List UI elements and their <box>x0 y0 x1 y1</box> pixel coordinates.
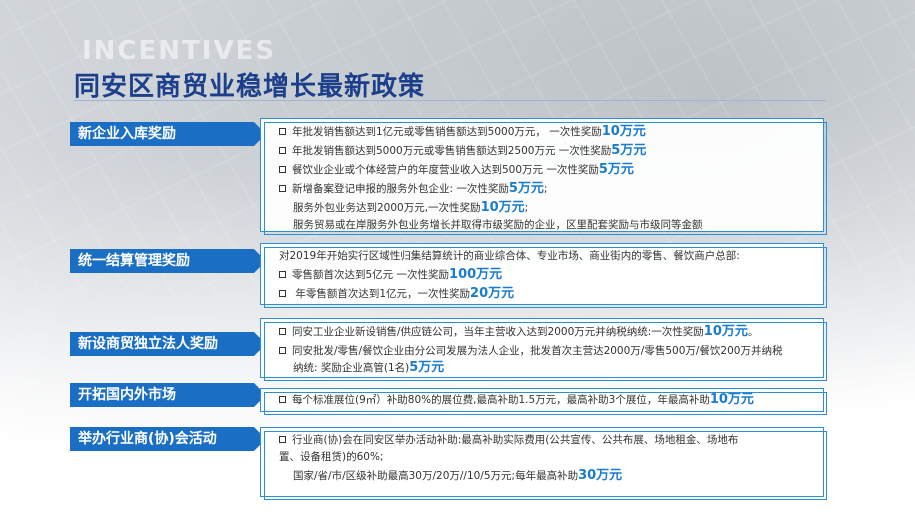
item-highlight: 100万元 <box>449 267 503 282</box>
checkbox-square-icon <box>279 328 286 335</box>
item-highlight: 5万元 <box>409 360 445 375</box>
item-text: 同安工业企业新设销售/供应链公司，当年主营收入达到2000万元并纳税纳统:一次性… <box>292 326 704 338</box>
checkbox-square-icon <box>279 166 286 173</box>
item-highlight: 5万元 <box>508 181 544 196</box>
list-item-continuation: 国家/省/市/区级补助最高30万/20万//10/5万元;每年最高补助30万元 <box>293 469 622 483</box>
list-item-continuation: 置、设备租赁)的60%; <box>279 450 383 464</box>
item-highlight: 5万元 <box>598 162 634 177</box>
checkbox-square-icon <box>279 290 286 297</box>
item-text: 餐饮业企业或个体经营户的年度营业收入达到500万元 一次性奖励 <box>292 164 599 176</box>
watermark-text: INCENTIVES <box>82 36 277 66</box>
item-text: 对2019年开始实行区域性归集结算统计的商业综合体、专业市场、商业街内的零售、餐… <box>279 250 740 262</box>
list-item-continuation: 服务外包业务达到2000万元,一次性奖励10万元; <box>293 201 528 215</box>
section-label-association-events: 举办行业商(协)会活动 <box>70 427 266 451</box>
list-item: 餐饮业企业或个体经营户的年度营业收入达到500万元 一次性奖励5万元 <box>279 163 634 177</box>
list-item: 同安工业企业新设销售/供应链公司，当年主营收入达到2000万元并纳税纳统:一次性… <box>279 325 758 339</box>
list-item: 年批发销售额达到1亿元或零售销售额达到5000万元， 一次性奖励10万元 <box>279 125 646 139</box>
item-text: 置、设备租赁)的60%; <box>279 451 384 463</box>
item-text: 纳统: 奖励企业高管(1名) <box>293 362 410 374</box>
section-box-new-enterprise: 年批发销售额达到1亿元或零售销售额达到5000万元， 一次性奖励10万元 年批发… <box>260 118 827 235</box>
section-label-market-expansion: 开拓国内外市场 <box>70 383 266 407</box>
checkbox-square-icon <box>279 185 286 192</box>
checkbox-square-icon <box>279 396 286 403</box>
item-highlight: 5万元 <box>611 143 647 158</box>
checkbox-square-icon <box>279 128 286 135</box>
list-item: 新增备案登记申报的服务外包企业: 一次性奖励5万元; <box>279 182 547 196</box>
section-label-new-enterprise: 新企业入库奖励 <box>70 122 266 146</box>
item-text: 新增备案登记申报的服务外包企业: 一次性奖励 <box>292 183 509 195</box>
checkbox-square-icon <box>279 436 286 443</box>
section-label-new-legal-entity: 新设商贸独立法人奖励 <box>70 332 266 356</box>
section-label-unified-settlement: 统一结算管理奖励 <box>70 249 266 273</box>
item-text: 行业商(协)会在同安区举办活动补助:最高补助实际费用(公共宣传、公共布展、场地租… <box>292 434 739 446</box>
list-item: 行业商(协)会在同安区举办活动补助:最高补助实际费用(公共宣传、公共布展、场地租… <box>279 433 738 447</box>
item-text: 服务外包业务达到2000万元,一次性奖励 <box>293 202 481 214</box>
item-highlight: 20万元 <box>470 286 515 301</box>
item-text: 每个标准展位(9㎡）补助80%的展位费,最高补助1.5万元，最高补助3个展位，年… <box>292 394 710 406</box>
list-item: 每个标准展位(9㎡）补助80%的展位费,最高补助1.5万元，最高补助3个展位，年… <box>279 393 754 407</box>
checkbox-square-icon <box>279 271 286 278</box>
item-highlight: 10万元 <box>709 392 754 407</box>
item-text: 零售额首次达到5亿元 一次性奖励 <box>292 269 450 281</box>
list-item-intro: 对2019年开始实行区域性归集结算统计的商业综合体、专业市场、商业街内的零售、餐… <box>279 249 740 263</box>
section-box-unified-settlement: 对2019年开始实行区域性归集结算统计的商业综合体、专业市场、商业街内的零售、餐… <box>260 243 827 308</box>
title-divider <box>74 100 826 101</box>
list-item: 年批发销售额达到5000万元或零售销售额达到2500万元 一次性奖励5万元 <box>279 144 646 158</box>
item-suffix: ; <box>524 202 529 214</box>
list-item: 零售额首次达到5亿元 一次性奖励100万元 <box>279 268 502 282</box>
section-box-market-expansion: 每个标准展位(9㎡）补助80%的展位费,最高补助1.5万元，最高补助3个展位，年… <box>260 388 827 415</box>
section-box-association-events: 行业商(协)会在同安区举办活动补助:最高补助实际费用(公共宣传、公共布展、场地租… <box>260 427 827 500</box>
list-item-continuation: 纳统: 奖励企业高管(1名)5万元 <box>293 361 444 375</box>
item-text: 年零售额首次达到1亿元，一次性奖励 <box>292 288 471 300</box>
item-text: 同安批发/零售/餐饮企业由分公司发展为法人企业，批发首次主营达2000万/零售5… <box>292 345 783 357</box>
item-highlight: 10万元 <box>601 124 646 139</box>
list-item: 年零售额首次达到1亿元，一次性奖励20万元 <box>279 287 514 301</box>
item-suffix: 。 <box>747 326 759 338</box>
list-item: 同安批发/零售/餐饮企业由分公司发展为法人企业，批发首次主营达2000万/零售5… <box>279 344 782 358</box>
item-suffix: ; <box>543 183 548 195</box>
section-box-new-legal-entity: 同安工业企业新设销售/供应链公司，当年主营收入达到2000万元并纳税纳统:一次性… <box>260 318 827 381</box>
page-title: 同安区商贸业稳增长最新政策 <box>74 72 426 102</box>
checkbox-square-icon <box>279 147 286 154</box>
list-item-continuation: 服务贸易或在岸服务外包业务增长并取得市级奖励的企业，区里配套奖励与市级同等金额 <box>293 218 703 232</box>
item-highlight: 30万元 <box>578 468 623 483</box>
checkbox-square-icon <box>279 347 286 354</box>
item-text: 年批发销售额达到5000万元或零售销售额达到2500万元 一次性奖励 <box>292 145 612 157</box>
item-text: 服务贸易或在岸服务外包业务增长并取得市级奖励的企业，区里配套奖励与市级同等金额 <box>293 219 703 231</box>
item-highlight: 10万元 <box>480 200 525 215</box>
item-highlight: 10万元 <box>703 324 748 339</box>
item-text: 国家/省/市/区级补助最高30万/20万//10/5万元;每年最高补助 <box>293 470 579 482</box>
item-text: 年批发销售额达到1亿元或零售销售额达到5000万元， 一次性奖励 <box>292 126 602 138</box>
